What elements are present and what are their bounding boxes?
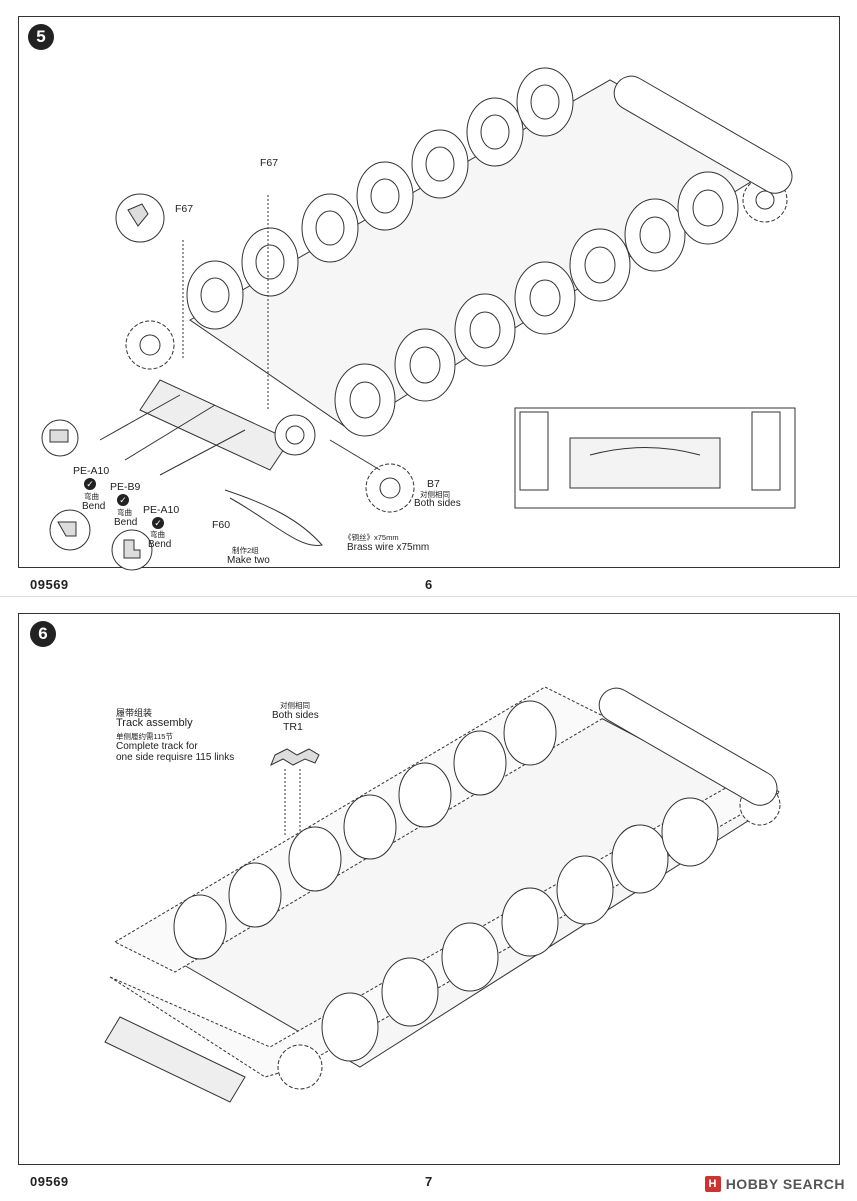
- complete-track-links-label: one side requisre 115 links: [116, 752, 235, 763]
- brass-wire-en-label: Brass wire x75mm: [347, 542, 430, 553]
- both-sides-en-label: Both sides: [414, 498, 461, 509]
- watermark-text: HOBBY SEARCH: [725, 1176, 845, 1192]
- part-f67-left-label: F67: [175, 203, 194, 215]
- bend-en-label: Bend: [82, 501, 106, 512]
- part-tr1-label: TR1: [283, 721, 303, 733]
- step-number-badge: 5: [28, 24, 54, 50]
- complete-track-label: Complete track for: [116, 741, 198, 752]
- both-sides-en-label: Both sides: [272, 710, 319, 721]
- both-sides-cn-label: 对侧相同: [420, 490, 450, 499]
- product-code: 09569: [30, 1174, 69, 1189]
- bend-cn-label: 弯曲: [84, 492, 99, 501]
- step-frame: [18, 16, 840, 568]
- part-pe-a10-label: PE-A10: [143, 504, 180, 516]
- both-sides-cn-label: 对侧相同: [280, 701, 310, 710]
- part-f67-top-label: F67: [260, 157, 279, 169]
- check-icon: ✓: [152, 517, 164, 529]
- instruction-page-step-5: 5: [0, 0, 857, 592]
- brass-wire-cn-label: 《铜丝》x75mm: [344, 533, 399, 542]
- part-f60-label: F60: [212, 519, 231, 531]
- hobby-search-logo-icon: H: [704, 1176, 721, 1192]
- bend-en-label: Bend: [114, 517, 138, 528]
- track-assembly-cn-label: 履带组装: [116, 708, 153, 718]
- links-count-cn-label: 单侧履约需115节: [116, 732, 173, 741]
- bend-cn-label: 弯曲: [117, 508, 132, 517]
- track-assembly-en-label: Track assembly: [116, 717, 193, 729]
- track-assembly-drawing: [104, 686, 782, 1103]
- check-icon: ✓: [84, 478, 96, 490]
- part-pe-b9-label: PE-B9: [110, 481, 141, 493]
- page-number: 7: [425, 1174, 433, 1189]
- bend-cn-label: 弯曲: [150, 530, 165, 539]
- check-icon: ✓: [117, 494, 129, 506]
- page-number: 6: [425, 577, 433, 592]
- chassis-wheels-drawing: [41, 67, 796, 571]
- part-b7-label: B7: [427, 478, 440, 490]
- hobby-search-watermark: H HOBBY SEARCH: [704, 1176, 845, 1192]
- make-two-en-label: Make two: [227, 555, 270, 566]
- product-code: 09569: [30, 577, 69, 592]
- bend-en-label: Bend: [148, 539, 172, 550]
- part-pe-a10-label: PE-A10: [73, 465, 110, 477]
- instruction-page-step-6: 6 履带组装 Tra: [0, 596, 857, 1201]
- make-two-cn-label: 制作2组: [232, 546, 259, 555]
- step-number-badge: 6: [30, 621, 56, 647]
- step-frame: [18, 613, 840, 1165]
